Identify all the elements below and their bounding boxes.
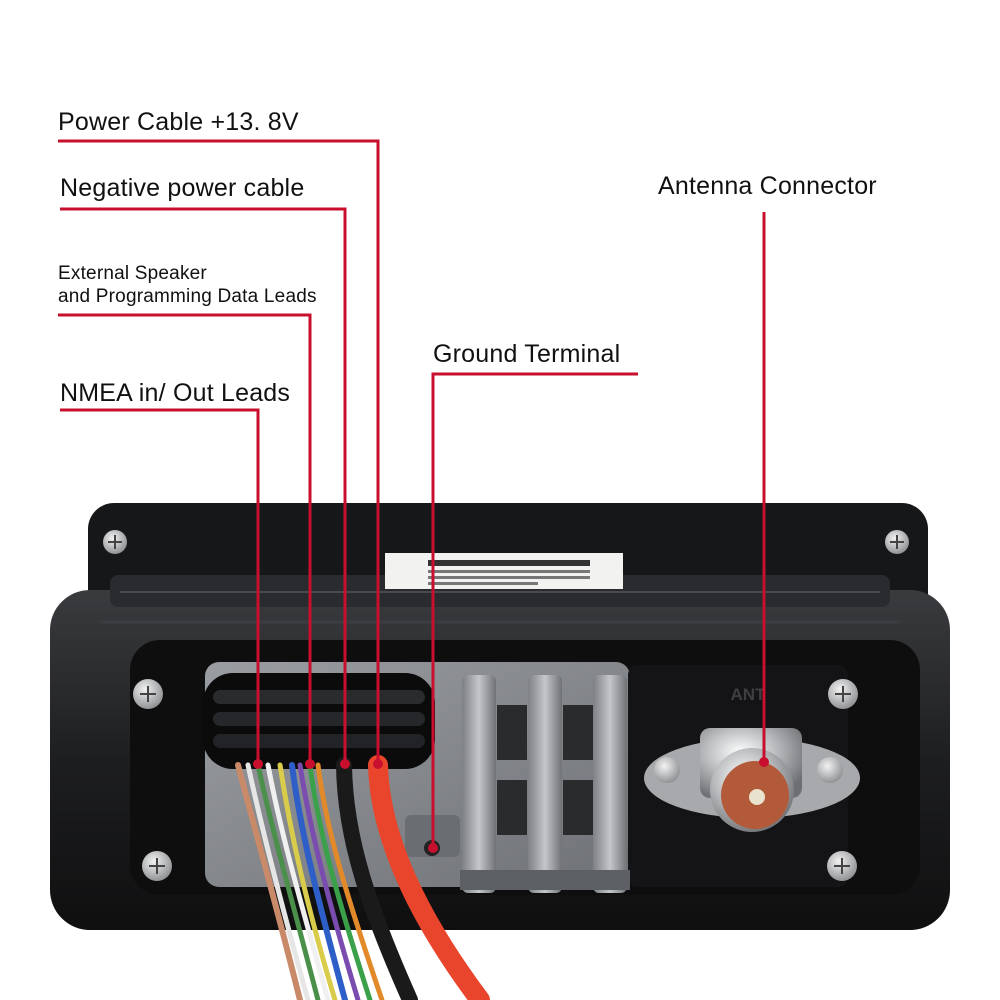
- callout-external-speaker: External Speaker and Programming Data Le…: [58, 262, 317, 308]
- leader-endpoint: [759, 757, 769, 767]
- heatsink-slot: [563, 780, 593, 835]
- heatsink-slot: [497, 780, 527, 835]
- callout-lines: [58, 139, 766, 848]
- data-lead: [265, 762, 331, 1000]
- flange-screw: [654, 757, 680, 783]
- negative-wire: [336, 757, 418, 1000]
- callout-endpoints: [253, 757, 769, 853]
- ant-marking: ANT: [731, 685, 767, 704]
- data-lead: [307, 762, 373, 1000]
- data-lead: [277, 762, 338, 1000]
- data-lead: [297, 762, 361, 1000]
- antenna-connector: ANT: [644, 685, 860, 832]
- leader-line-negative: [60, 207, 347, 764]
- callout-nmea-leads: NMEA in/ Out Leads: [60, 379, 291, 407]
- callout-external-speaker-line2: and Programming Data Leads: [58, 286, 317, 307]
- heatsink-fin: [528, 675, 562, 893]
- screw-icon: [133, 679, 163, 709]
- callout-antenna-connector: Antenna Connector: [658, 172, 877, 200]
- leader-endpoint: [305, 759, 315, 769]
- screw-icon: [142, 851, 172, 881]
- leader-line-ext-speaker: [58, 313, 312, 764]
- callout-negative-power-cable: Negative power cable: [60, 174, 305, 202]
- connector-pin: [749, 789, 765, 805]
- leader-endpoint: [253, 759, 263, 769]
- leader-endpoint: [373, 759, 383, 769]
- data-lead: [289, 762, 348, 1000]
- data-lead: [315, 762, 385, 1000]
- leader-line-nmea: [60, 408, 260, 764]
- heatsink-slot: [497, 705, 527, 760]
- serial-sticker: [385, 553, 623, 589]
- heatsink: [460, 675, 630, 893]
- leader-line-ground: [431, 372, 638, 848]
- wire-harness: [235, 755, 490, 1000]
- screw-icon: [103, 530, 127, 554]
- screw-icon: [828, 679, 858, 709]
- wire-grommet: [203, 673, 435, 769]
- heatsink-base: [460, 870, 630, 890]
- data-lead: [235, 762, 303, 1000]
- callout-power-cable: Power Cable +13. 8V: [58, 108, 299, 136]
- heatsink-fin: [462, 675, 496, 893]
- screw-icon: [827, 851, 857, 881]
- flange-screw: [817, 757, 843, 783]
- data-lead: [245, 762, 311, 1000]
- screw-icon: [885, 530, 909, 554]
- heatsink-slot: [563, 705, 593, 760]
- callout-ground-terminal: Ground Terminal: [433, 340, 621, 368]
- leader-endpoint: [428, 843, 438, 853]
- heatsink-fin: [593, 675, 627, 893]
- power-wire: [368, 755, 490, 1000]
- data-lead: [255, 762, 321, 1000]
- callout-external-speaker-line1: External Speaker: [58, 263, 207, 284]
- screws: [103, 530, 909, 881]
- leader-line-power: [58, 139, 380, 764]
- leader-endpoint: [340, 759, 350, 769]
